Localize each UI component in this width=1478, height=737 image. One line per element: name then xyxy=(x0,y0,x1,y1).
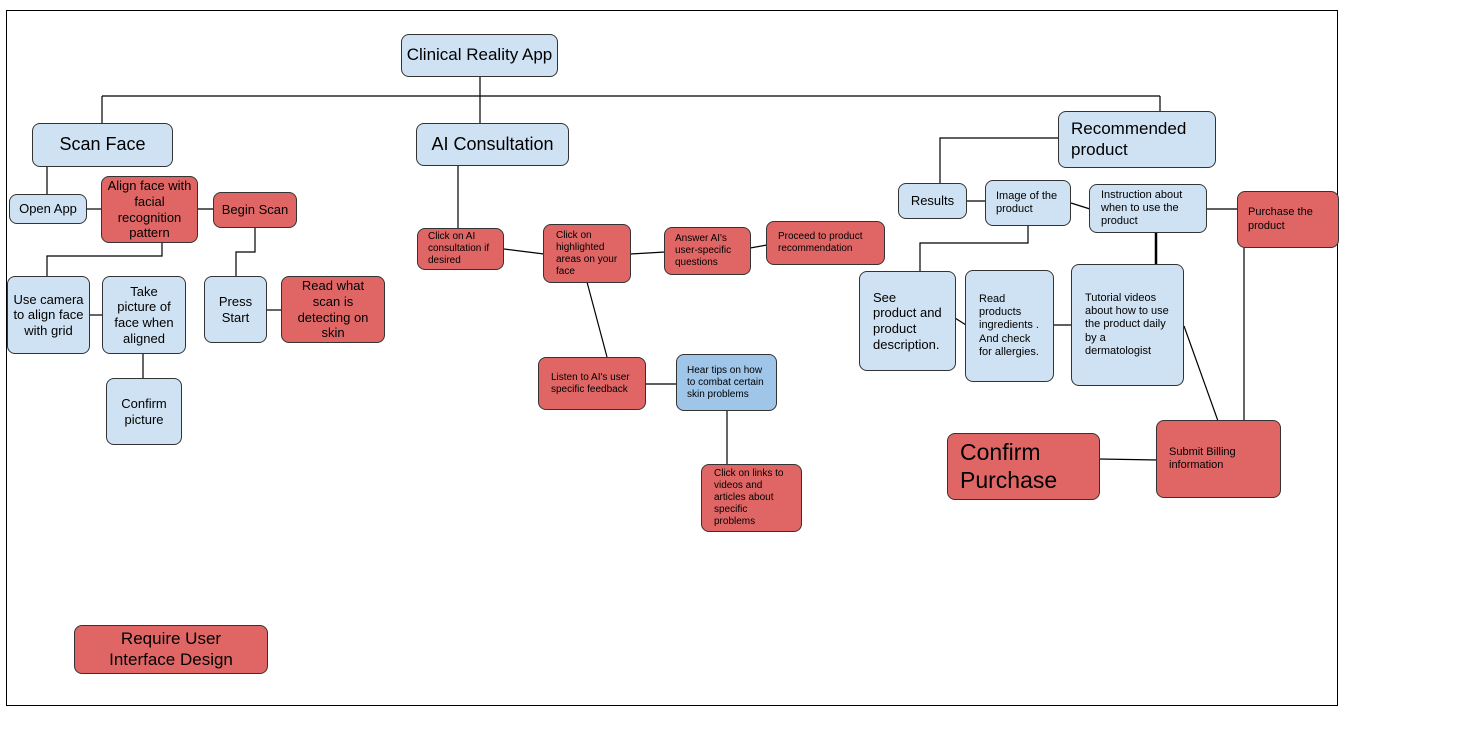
node-press-start: Press Start xyxy=(204,276,267,343)
node-click-ai-label: Click on AI consultation if desired xyxy=(428,231,490,266)
node-proceed-recommendation-label: Proceed to product recommendation xyxy=(778,231,863,254)
node-click-links-label: Click on links to videos and articles ab… xyxy=(714,468,784,527)
node-hear-tips: Hear tips on how to combat certain skin … xyxy=(676,354,777,411)
node-press-start-label: Press Start xyxy=(218,293,253,325)
node-use-camera-label: Use camera to align face with grid xyxy=(13,291,84,338)
node-recommended-product-label: Recommended product xyxy=(1071,119,1187,159)
node-listen-feedback-label: Listen to AI's user specific feedback xyxy=(551,371,630,395)
node-see-product: See product and product description. xyxy=(859,271,956,371)
node-click-links: Click on links to videos and articles ab… xyxy=(701,464,802,532)
node-click-ai: Click on AI consultation if desired xyxy=(417,228,504,270)
node-image-product-label: Image of the product xyxy=(996,189,1058,215)
node-confirm-picture-label: Confirm picture xyxy=(121,395,167,427)
node-submit-billing: Submit Billing information xyxy=(1156,420,1281,498)
node-image-product: Image of the product xyxy=(985,180,1071,226)
node-results-label: Results xyxy=(910,193,955,209)
node-answer-ai: Answer AI's user-specific questions xyxy=(664,227,751,275)
legend-require-ui: Require User Interface Design xyxy=(74,625,268,674)
node-instruction-label: Instruction about when to use the produc… xyxy=(1101,188,1183,228)
node-begin-scan-label: Begin Scan xyxy=(221,202,289,218)
node-hear-tips-label: Hear tips on how to combat certain skin … xyxy=(687,364,764,400)
node-open-app-label: Open App xyxy=(19,201,77,217)
node-read-ingredients-label: Read products ingredients . And check fo… xyxy=(979,293,1039,358)
node-read-scan-label: Read what scan is detecting on skin xyxy=(297,278,369,341)
node-read-ingredients: Read products ingredients . And check fo… xyxy=(965,270,1054,382)
node-instruction: Instruction about when to use the produc… xyxy=(1089,184,1207,233)
node-root-label: Clinical Reality App xyxy=(406,45,553,65)
node-open-app: Open App xyxy=(9,194,87,224)
node-take-picture: Take picture of face when aligned xyxy=(102,276,186,354)
legend-require-ui-label: Require User Interface Design xyxy=(109,629,233,669)
node-scan-face-label: Scan Face xyxy=(59,134,146,155)
node-tutorial-videos-label: Tutorial videos about how to use the pro… xyxy=(1085,292,1169,357)
node-confirm-picture: Confirm picture xyxy=(106,378,182,445)
node-align-face-label: Align face with facial recognition patte… xyxy=(107,178,192,241)
node-tutorial-videos: Tutorial videos about how to use the pro… xyxy=(1071,264,1184,386)
node-recommended-product: Recommended product xyxy=(1058,111,1216,168)
node-answer-ai-label: Answer AI's user-specific questions xyxy=(675,233,732,268)
node-purchase-product-label: Purchase the product xyxy=(1248,206,1313,232)
node-use-camera: Use camera to align face with grid xyxy=(7,276,90,354)
node-begin-scan: Begin Scan xyxy=(213,192,297,228)
node-ai-consultation-label: AI Consultation xyxy=(431,133,554,154)
node-ai-consultation: AI Consultation xyxy=(416,123,569,166)
node-click-highlighted-label: Click on highlighted areas on your face xyxy=(556,229,618,277)
node-take-picture-label: Take picture of face when aligned xyxy=(114,283,174,346)
node-root: Clinical Reality App xyxy=(401,34,558,77)
node-align-face: Align face with facial recognition patte… xyxy=(101,176,198,243)
node-purchase-product: Purchase the product xyxy=(1237,191,1339,248)
node-results: Results xyxy=(898,183,967,219)
node-confirm-purchase-label: Confirm Purchase xyxy=(960,438,1058,493)
node-read-scan: Read what scan is detecting on skin xyxy=(281,276,385,343)
diagram-frame xyxy=(6,10,1338,706)
node-proceed-recommendation: Proceed to product recommendation xyxy=(766,221,885,265)
node-see-product-label: See product and product description. xyxy=(873,289,942,352)
node-click-highlighted: Click on highlighted areas on your face xyxy=(543,224,631,283)
node-confirm-purchase: Confirm Purchase xyxy=(947,433,1100,500)
node-submit-billing-label: Submit Billing information xyxy=(1169,445,1236,471)
node-scan-face: Scan Face xyxy=(32,123,173,167)
node-listen-feedback: Listen to AI's user specific feedback xyxy=(538,357,646,410)
